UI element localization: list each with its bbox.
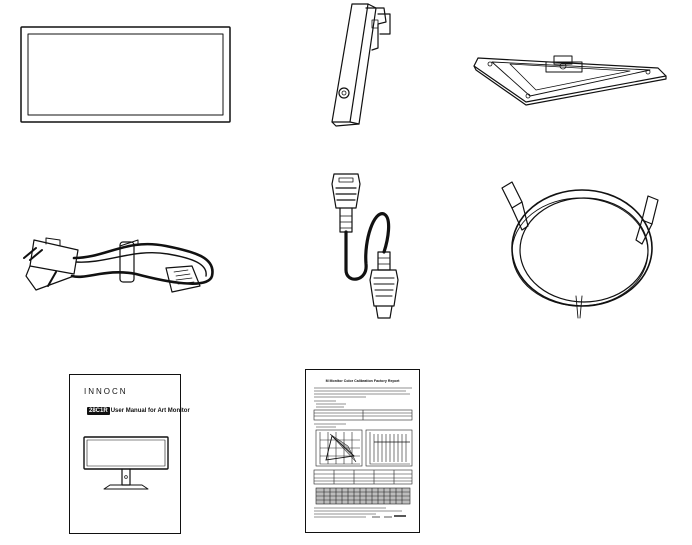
stand-arm-icon bbox=[322, 0, 397, 128]
report-content-graphic bbox=[313, 387, 413, 518]
hdmi-cable-icon bbox=[322, 170, 412, 320]
model-badge: 28C1R bbox=[87, 407, 110, 415]
monitor-illustration-icon bbox=[82, 435, 170, 491]
report-title: M Monitor Color Calibration Factory Repo… bbox=[325, 379, 400, 383]
manual-title-text: User Manual for Art Monitor bbox=[110, 408, 190, 414]
monitor-panel-icon bbox=[20, 26, 232, 123]
calibration-report-sheet: M Monitor Color Calibration Factory Repo… bbox=[305, 369, 420, 533]
usb-c-cable-icon bbox=[492, 168, 678, 324]
stand-base-icon bbox=[470, 48, 670, 106]
brand-logo: INNOCN bbox=[84, 387, 128, 396]
power-cable-icon bbox=[16, 228, 226, 300]
